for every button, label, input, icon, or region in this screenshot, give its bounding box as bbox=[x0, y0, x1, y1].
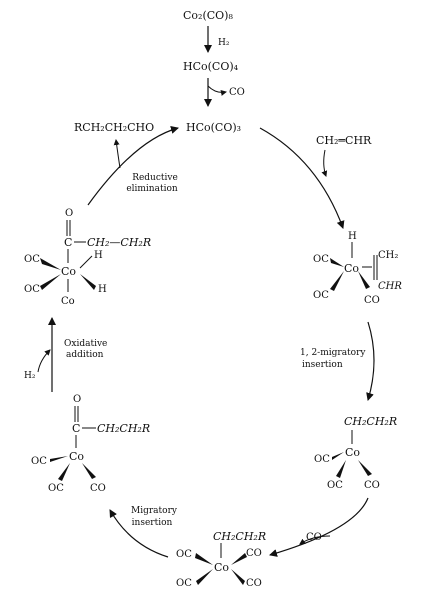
co-atom: Co bbox=[214, 561, 229, 574]
svg-text:OC: OC bbox=[314, 454, 330, 465]
cycle-arrow-alkene-coordination bbox=[259, 127, 345, 229]
migratory-12-label-1: 1, 2-migratory bbox=[300, 348, 366, 358]
co-in-label: CO bbox=[306, 532, 322, 543]
cycle-arrow-co-addition bbox=[269, 497, 369, 557]
svg-text:CHR: CHR bbox=[378, 281, 402, 292]
svg-text:CO: CO bbox=[246, 548, 262, 559]
svg-text:O: O bbox=[73, 394, 81, 405]
svg-text:CH₂—CH₂R: CH₂—CH₂R bbox=[87, 236, 151, 249]
reductive-elimination-label-1: Reductive bbox=[132, 173, 178, 183]
aldehyde-release-arrow bbox=[113, 139, 121, 169]
acyl-tricarbonyl-complex: O C CH₂CH₂R Co OC OC CO bbox=[31, 394, 150, 494]
co-in-arrow bbox=[299, 535, 331, 545]
co-atom: Co bbox=[69, 450, 84, 463]
svg-text:H: H bbox=[94, 250, 103, 261]
alkene-pi-complex: H Co OC OC CO CH₂ CHR bbox=[313, 231, 402, 306]
oxidative-addition-label-1: Oxidative bbox=[64, 339, 107, 349]
h2-label: H₂ bbox=[218, 38, 230, 48]
migratory-label-1: Migratory bbox=[131, 506, 178, 516]
svg-text:H: H bbox=[98, 284, 107, 295]
hco4-formula: HCo(CO)₄ bbox=[183, 60, 239, 73]
co-loss-label: CO bbox=[229, 87, 245, 98]
oxidative-addition-label-2: addition bbox=[66, 350, 104, 360]
alkene-formula: CH₂═CHR bbox=[316, 134, 372, 147]
co-atom: Co bbox=[344, 262, 359, 275]
svg-text:H: H bbox=[348, 231, 357, 242]
alkyl-tetracarbonyl-complex: CH₂CH₂R Co OC OC CO CO bbox=[176, 530, 266, 589]
svg-text:CO: CO bbox=[246, 578, 262, 589]
svg-text:OC: OC bbox=[24, 254, 40, 265]
svg-text:OC: OC bbox=[24, 284, 40, 295]
migratory-12-label-2: insertion bbox=[302, 360, 343, 370]
acyl-dihydride-complex: O C CH₂—CH₂R Co OC OC H H Co bbox=[24, 208, 151, 307]
svg-text:Co: Co bbox=[61, 296, 75, 307]
svg-text:CO: CO bbox=[364, 295, 380, 306]
svg-text:OC: OC bbox=[313, 254, 329, 265]
svg-text:CH₂CH₂R: CH₂CH₂R bbox=[344, 415, 397, 428]
co-atom: Co bbox=[61, 265, 76, 278]
alkyl-tricarbonyl-complex: CH₂CH₂R Co OC OC CO bbox=[314, 415, 397, 491]
svg-text:C: C bbox=[72, 422, 80, 435]
precursor-formula: Co₂(CO)₈ bbox=[183, 9, 233, 22]
svg-text:CO: CO bbox=[364, 480, 380, 491]
svg-text:OC: OC bbox=[176, 549, 192, 560]
cycle-arrow-12-insertion bbox=[366, 321, 375, 401]
svg-text:O: O bbox=[65, 208, 73, 219]
svg-text:CH₂: CH₂ bbox=[378, 250, 398, 261]
co-atom: Co bbox=[345, 446, 360, 459]
aldehyde-formula: RCH₂CH₂CHO bbox=[74, 121, 154, 134]
svg-text:OC: OC bbox=[313, 290, 329, 301]
cycle-arrow-migratory-insertion bbox=[109, 509, 169, 558]
alkene-in-arrow bbox=[321, 149, 328, 177]
h2-in-arrow bbox=[37, 349, 51, 373]
h2-in-label: H₂ bbox=[24, 371, 36, 381]
catalyst-formula: HCo(CO)₃ bbox=[186, 121, 241, 134]
co-loss-arrow bbox=[207, 85, 227, 96]
svg-text:CH₂CH₂R: CH₂CH₂R bbox=[97, 422, 150, 435]
svg-text:CH₂CH₂R: CH₂CH₂R bbox=[213, 530, 266, 543]
cycle-arrow-reductive-elimination bbox=[87, 126, 179, 206]
svg-text:OC: OC bbox=[31, 456, 47, 467]
migratory-label-2: insertion bbox=[132, 518, 173, 528]
svg-text:C: C bbox=[64, 236, 72, 249]
svg-text:CO: CO bbox=[90, 483, 106, 494]
svg-text:OC: OC bbox=[48, 483, 64, 494]
svg-text:OC: OC bbox=[176, 578, 192, 589]
svg-text:OC: OC bbox=[327, 480, 343, 491]
reductive-elimination-label-2: elimination bbox=[126, 184, 178, 194]
